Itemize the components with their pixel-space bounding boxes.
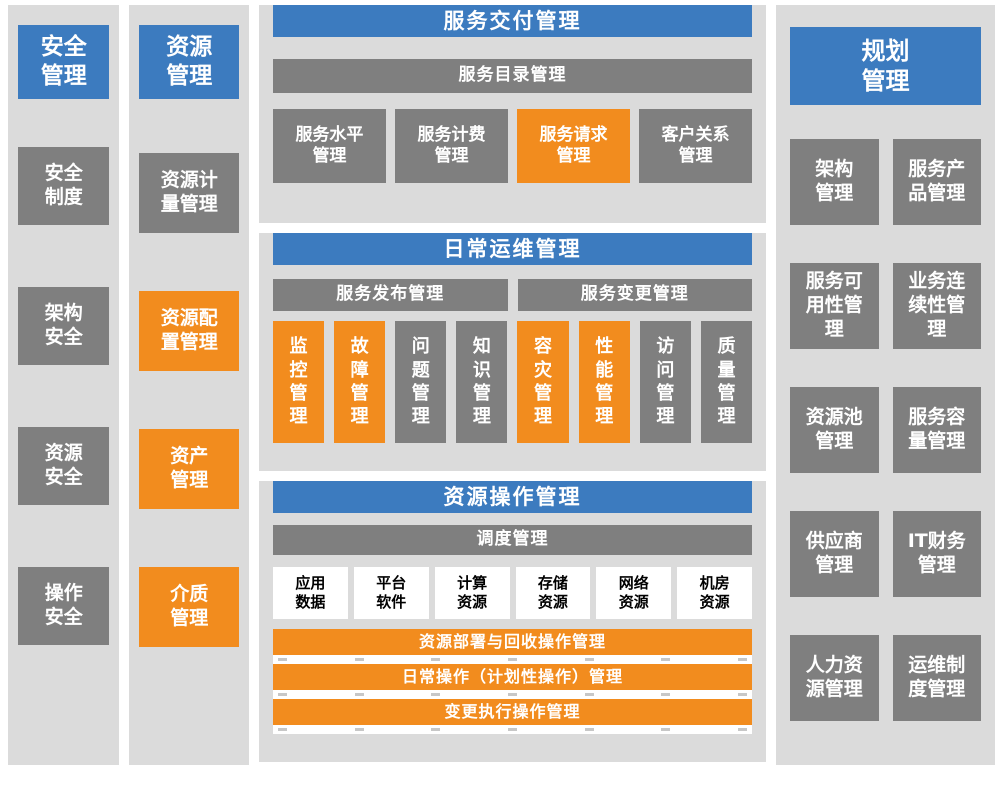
separator-strip	[272, 655, 753, 664]
service-delivery-items: 服务水平 管理 服务计费 管理 服务请求 管理 客户关系 管理	[272, 109, 753, 183]
planning-item: 人力资 源管理	[790, 635, 879, 721]
service-delivery-item: 服务水平 管理	[272, 109, 386, 183]
security-item: 资源 安全	[18, 427, 110, 505]
separator-dash	[738, 658, 748, 661]
separator-dash	[507, 658, 517, 661]
separator-dash	[507, 728, 517, 731]
separator-dash	[277, 693, 287, 696]
resource-type-box: 存储 资源	[515, 567, 591, 619]
planning-management-header: 规划 管理	[790, 27, 981, 105]
resource-management-header: 资源 管理	[139, 25, 239, 99]
separator-dash	[584, 693, 594, 696]
planning-item: IT财务 管理	[892, 511, 981, 597]
security-item: 操作 安全	[18, 567, 110, 645]
resource-operations-panel: 资源操作管理 调度管理 应用 数据 平台 软件 计算 资源 存储 资源 网络 资…	[258, 481, 767, 762]
planning-item: 服务产 品管理	[892, 139, 981, 225]
daily-ops-item: 质 量 管 理	[700, 321, 753, 443]
planning-item: 资源池 管理	[790, 387, 879, 473]
operation-bar: 资源部署与回收操作管理	[272, 629, 753, 655]
service-change-bar: 服务变更管理	[517, 279, 753, 311]
planning-item: 业务连 续性管 理	[892, 263, 981, 349]
security-management-header: 安全 管理	[18, 25, 110, 99]
resource-item: 资产 管理	[139, 429, 239, 509]
daily-operations-panel: 日常运维管理 服务发布管理 服务变更管理 监 控 管 理 故 障 管 理 问 题…	[258, 233, 767, 471]
resource-type-box: 网络 资源	[596, 567, 672, 619]
separator-strip	[272, 690, 753, 699]
daily-ops-item: 知 识 管 理	[456, 321, 508, 443]
planning-item: 供应商 管理	[790, 511, 879, 597]
planning-item: 服务容 量管理	[892, 387, 981, 473]
resource-item: 资源配 置管理	[139, 291, 239, 371]
resource-item: 介质 管理	[139, 567, 239, 647]
separator-dash	[431, 658, 441, 661]
dispatch-bar: 调度管理	[272, 525, 753, 555]
separator-dash	[584, 728, 594, 731]
planning-grid: 架构 管理 服务产 品管理 服务可 用性管 理 业务连 续性管 理 资源池 管理…	[790, 139, 981, 721]
separator-dash	[277, 728, 287, 731]
daily-ops-item: 性 能 管 理	[578, 321, 630, 443]
separator-dash	[507, 693, 517, 696]
daily-ops-item: 访 问 管 理	[639, 321, 691, 443]
separator-dash	[354, 693, 364, 696]
service-catalog-bar: 服务目录管理	[272, 59, 753, 93]
operation-bar: 变更执行操作管理	[272, 699, 753, 725]
service-delivery-item: 客户关系 管理	[639, 109, 753, 183]
separator-dash	[277, 658, 287, 661]
service-delivery-item: 服务计费 管理	[394, 109, 508, 183]
service-delivery-panel: 服务交付管理 服务目录管理 服务水平 管理 服务计费 管理 服务请求 管理 客户…	[258, 5, 767, 223]
daily-ops-item: 监 控 管 理	[272, 321, 325, 443]
daily-ops-item: 容 灾 管 理	[517, 321, 569, 443]
separator-dash	[661, 693, 671, 696]
resource-type-row: 应用 数据 平台 软件 计算 资源 存储 资源 网络 资源 机房 资源	[272, 567, 753, 619]
resource-type-box: 机房 资源	[677, 567, 753, 619]
separator-dash	[738, 693, 748, 696]
separator-dash	[354, 728, 364, 731]
service-release-bar: 服务发布管理	[272, 279, 508, 311]
resource-item: 资源计 量管理	[139, 153, 239, 233]
daily-ops-item: 故 障 管 理	[334, 321, 386, 443]
separator-dash	[431, 693, 441, 696]
daily-operations-bars: 服务发布管理 服务变更管理	[272, 279, 753, 311]
security-item: 安全 制度	[18, 147, 110, 225]
service-delivery-title: 服务交付管理	[272, 5, 753, 37]
separator-strip	[272, 725, 753, 734]
resource-management-column: 资源 管理 资源计 量管理 资源配 置管理 资产 管理 介质 管理	[129, 5, 249, 765]
daily-operations-items: 监 控 管 理 故 障 管 理 问 题 管 理 知 识 管 理 容 灾 管 理 …	[272, 321, 753, 443]
planning-management-column: 规划 管理 架构 管理 服务产 品管理 服务可 用性管 理 业务连 续性管 理 …	[776, 5, 995, 765]
planning-item: 服务可 用性管 理	[790, 263, 879, 349]
resource-type-box: 计算 资源	[434, 567, 510, 619]
resource-type-box: 平台 软件	[353, 567, 429, 619]
separator-dash	[584, 658, 594, 661]
separator-dash	[661, 658, 671, 661]
daily-operations-title: 日常运维管理	[272, 233, 753, 265]
middle-panels: 服务交付管理 服务目录管理 服务水平 管理 服务计费 管理 服务请求 管理 客户…	[258, 5, 767, 785]
separator-dash	[738, 728, 748, 731]
planning-item: 架构 管理	[790, 139, 879, 225]
security-item: 架构 安全	[18, 287, 110, 365]
planning-item: 运维制 度管理	[892, 635, 981, 721]
operation-bar: 日常操作（计划性操作）管理	[272, 664, 753, 690]
service-delivery-item: 服务请求 管理	[516, 109, 631, 183]
resource-operations-title: 资源操作管理	[272, 481, 753, 513]
separator-dash	[431, 728, 441, 731]
separator-dash	[661, 728, 671, 731]
separator-dash	[354, 658, 364, 661]
security-management-column: 安全 管理 安全 制度 架构 安全 资源 安全 操作 安全	[8, 5, 120, 765]
daily-ops-item: 问 题 管 理	[395, 321, 447, 443]
resource-type-box: 应用 数据	[272, 567, 348, 619]
